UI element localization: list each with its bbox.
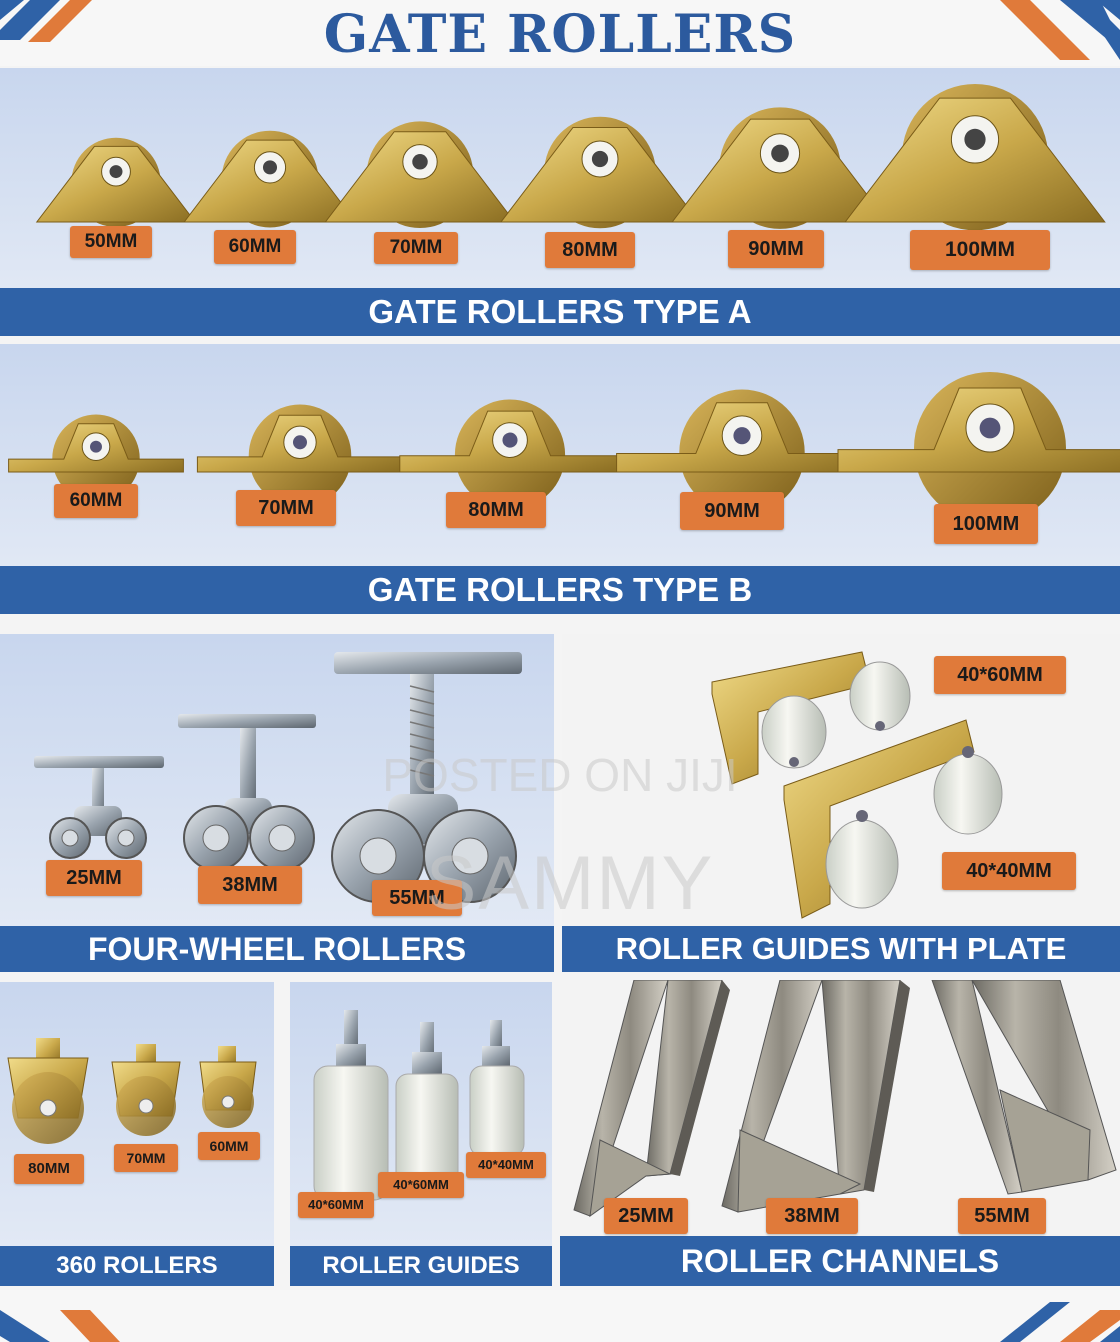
type-a-roller-2: [324, 121, 516, 229]
channels-products: [560, 980, 1120, 1286]
tag-type-a-100: 100MM: [910, 230, 1050, 270]
header: GATE ROLLERS: [0, 0, 1120, 66]
four-wheel-banner: FOUR-WHEEL ROLLERS: [0, 926, 554, 972]
roller-360-60: [199, 1046, 257, 1128]
tag-four-wheel-38: 38MM: [198, 866, 302, 904]
tag-four-wheel-25: 25MM: [46, 860, 142, 896]
tag-channel-38: 38MM: [766, 1198, 858, 1234]
tag-roller-guide-a: 40*60MM: [298, 1192, 374, 1218]
type-b-roller-1: [196, 404, 404, 508]
roller-guide-40x60-b: [395, 1022, 459, 1189]
tag-type-b-70: 70MM: [236, 490, 336, 526]
tag-360-70: 70MM: [114, 1144, 178, 1172]
footer-stripes: [0, 1290, 1120, 1342]
panel-four-wheel: FOUR-WHEEL ROLLERS: [0, 634, 554, 972]
panel-channels: ROLLER CHANNELS: [560, 980, 1120, 1286]
panel-type-b: GATE ROLLERS TYPE B: [0, 344, 1120, 614]
roller-guide-40x60-a: [313, 1010, 389, 1201]
tag-guide-plate-40x60: 40*60MM: [934, 656, 1066, 694]
rollers-360-banner: 360 ROLLERS: [0, 1246, 274, 1286]
roller-guides-banner: ROLLER GUIDES: [290, 1246, 552, 1286]
tag-type-b-80: 80MM: [446, 492, 546, 528]
type-b-roller-2: [399, 399, 621, 510]
roller-360-80: [7, 1038, 89, 1144]
tag-360-60: 60MM: [198, 1132, 260, 1160]
tag-360-80: 80MM: [14, 1154, 84, 1184]
tag-channel-25: 25MM: [604, 1198, 688, 1234]
tag-type-a-60: 60MM: [214, 230, 296, 264]
type-b-roller-4: [837, 372, 1120, 524]
tag-type-a-70: 70MM: [374, 232, 458, 264]
tag-type-a-50: 50MM: [70, 226, 152, 258]
type-a-roller-5: [844, 83, 1106, 231]
type-b-roller-3: [616, 389, 868, 515]
guide-plate-40x60: [711, 651, 911, 785]
type-a-roller-0: [35, 137, 197, 228]
tag-roller-guide-c: 40*40MM: [466, 1152, 546, 1178]
guide-plate-40x40: [783, 719, 1003, 919]
panel-roller-guides: ROLLER GUIDES: [290, 982, 552, 1286]
tag-roller-guide-b: 40*60MM: [378, 1172, 464, 1198]
tag-type-a-80: 80MM: [545, 232, 635, 268]
type-b-banner: GATE ROLLERS TYPE B: [0, 566, 1120, 614]
four-wheel-products: [0, 634, 554, 972]
tag-four-wheel-55: 55MM: [372, 880, 462, 916]
channel-38: [721, 980, 910, 1213]
roller-360-70: [111, 1044, 181, 1136]
four-wheel-25: [34, 756, 164, 859]
page-title: GATE ROLLERS: [323, 4, 797, 65]
tag-type-a-90: 90MM: [728, 230, 824, 268]
type-a-roller-4: [671, 107, 889, 229]
panel-type-a: GATE ROLLERS TYPE A: [0, 68, 1120, 336]
tag-type-b-90: 90MM: [680, 492, 784, 530]
roller-guides-products: [290, 982, 552, 1286]
type-a-roller-3: [499, 116, 701, 229]
tag-channel-55: 55MM: [958, 1198, 1046, 1234]
roller-guide-40x40: [469, 1020, 525, 1157]
four-wheel-38: [178, 714, 316, 871]
type-b-roller-0: [8, 414, 184, 502]
channel-55: [931, 980, 1117, 1195]
channel-25: [573, 980, 730, 1218]
channels-banner: ROLLER CHANNELS: [560, 1236, 1120, 1286]
four-wheel-55: [331, 652, 522, 903]
type-a-banner: GATE ROLLERS TYPE A: [0, 288, 1120, 336]
tag-type-b-100: 100MM: [934, 504, 1038, 544]
type-a-roller-1: [183, 130, 357, 228]
header-stripes: [0, 0, 1120, 66]
guides-plate-banner: ROLLER GUIDES WITH PLATE: [562, 926, 1120, 972]
tag-type-b-60: 60MM: [54, 484, 138, 518]
tag-guide-plate-40x40: 40*40MM: [942, 852, 1076, 890]
